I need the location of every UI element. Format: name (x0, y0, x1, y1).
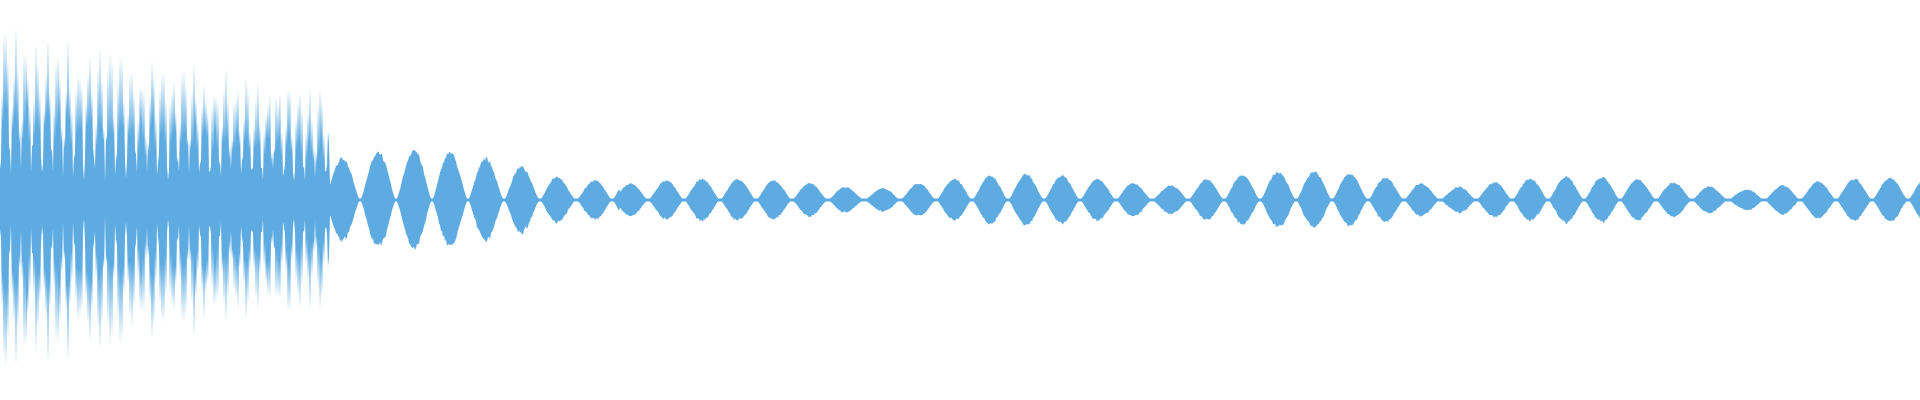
waveform-shape (0, 25, 1920, 368)
